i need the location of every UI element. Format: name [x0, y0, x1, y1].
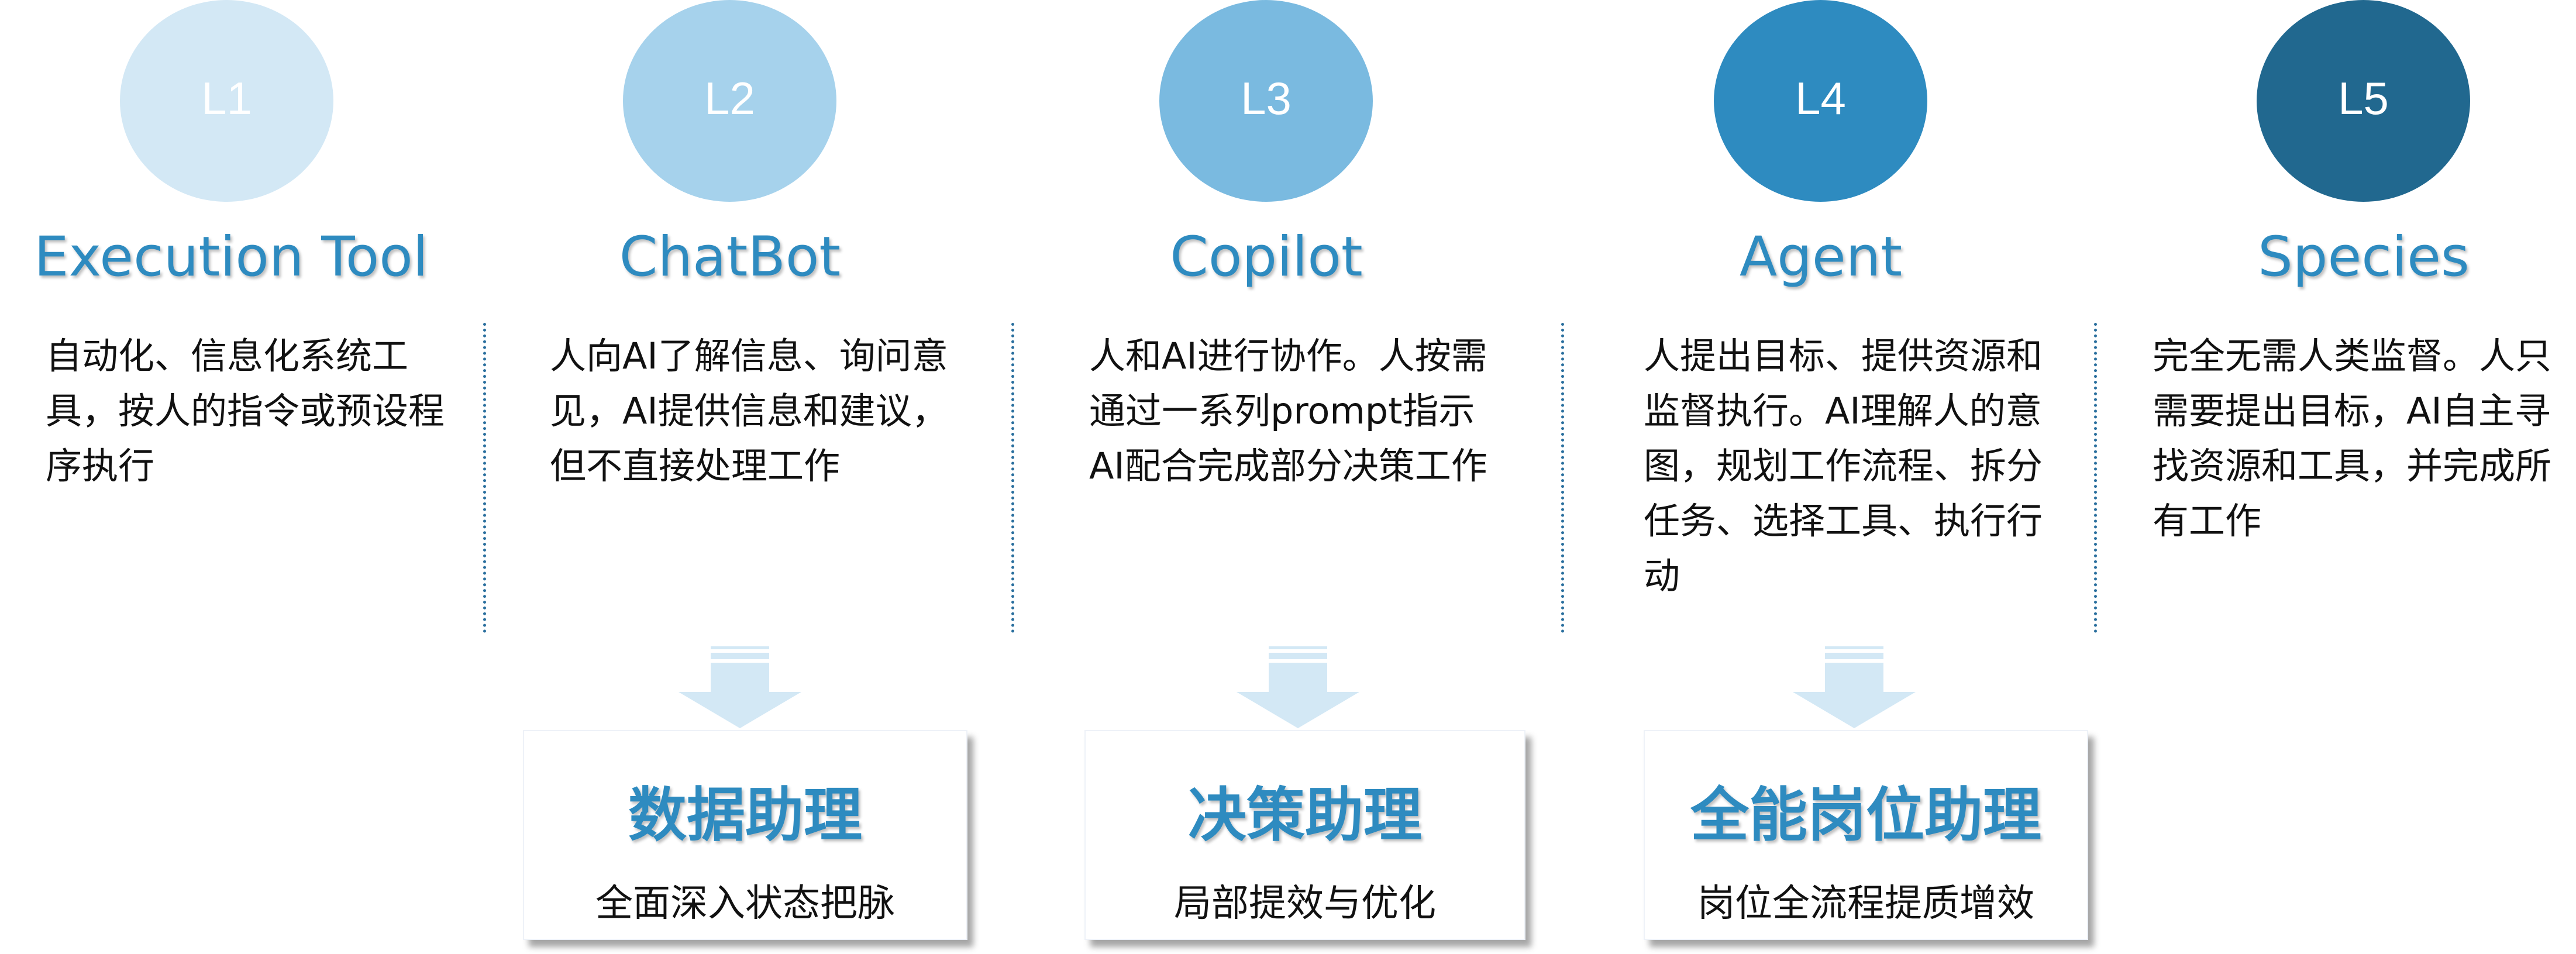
outcome-title: 决策助理 [1188, 781, 1422, 849]
down-arrow-icon [679, 646, 801, 728]
level-badge-label: L1 [201, 73, 252, 124]
level-badge-label: L2 [704, 73, 755, 124]
level-badge-label: L5 [2338, 73, 2389, 124]
outcome-title: 数据助理 [628, 781, 862, 849]
level-title-chatbot: ChatBot [619, 225, 841, 289]
level-badge-l2: L2 [623, 0, 836, 202]
level-description-l1: 自动化、信息化系统工具，按人的指令或预设程序执行 [46, 335, 445, 487]
outcome-box-data-assistant: 数据助理 全面深入状态把脉 [523, 730, 967, 940]
level-title-execution-tool: Execution Tool [34, 225, 428, 289]
column-divider [483, 323, 486, 633]
down-arrow-icon [1793, 646, 1916, 728]
level-description-l2: 人向AI了解信息、询问意见，AI提供信息和建议，但不直接处理工作 [550, 335, 948, 487]
level-title-species: Species [2258, 225, 2470, 289]
column-divider [1011, 323, 1014, 633]
down-arrow-icon [1237, 646, 1359, 728]
outcome-box-decision-assistant: 决策助理 局部提效与优化 [1084, 730, 1525, 940]
outcome-box-all-round-assistant: 全能岗位助理 岗位全流程提质增效 [1644, 730, 2088, 940]
level-badge-label: L4 [1795, 73, 1846, 124]
level-badge-l1: L1 [120, 0, 333, 202]
level-badge-l5: L5 [2257, 0, 2470, 202]
column-divider [2094, 323, 2097, 633]
column-divider [1561, 323, 1564, 633]
level-badge-label: L3 [1241, 73, 1292, 124]
level-description-l5: 完全无需人类监督。人只需要提出目标，AI自主寻找资源和工具，并完成所有工作 [2153, 335, 2552, 542]
outcome-subtitle: 岗位全流程提质增效 [1697, 882, 2034, 925]
level-badge-l4: L4 [1714, 0, 1927, 202]
level-title-agent: Agent [1739, 225, 1903, 289]
outcome-title: 全能岗位助理 [1690, 781, 2041, 849]
outcome-subtitle: 局部提效与优化 [1174, 882, 1436, 925]
level-badge-l3: L3 [1159, 0, 1373, 202]
outcome-subtitle: 全面深入状态把脉 [595, 882, 895, 925]
level-title-copilot: Copilot [1170, 225, 1363, 289]
level-description-l3: 人和AI进行协作。人按需通过一系列prompt指示AI配合完成部分决策工作 [1089, 335, 1487, 487]
level-description-l4: 人提出目标、提供资源和监督执行。AI理解人的意图，规划工作流程、拆分任务、选择工… [1644, 335, 2043, 597]
